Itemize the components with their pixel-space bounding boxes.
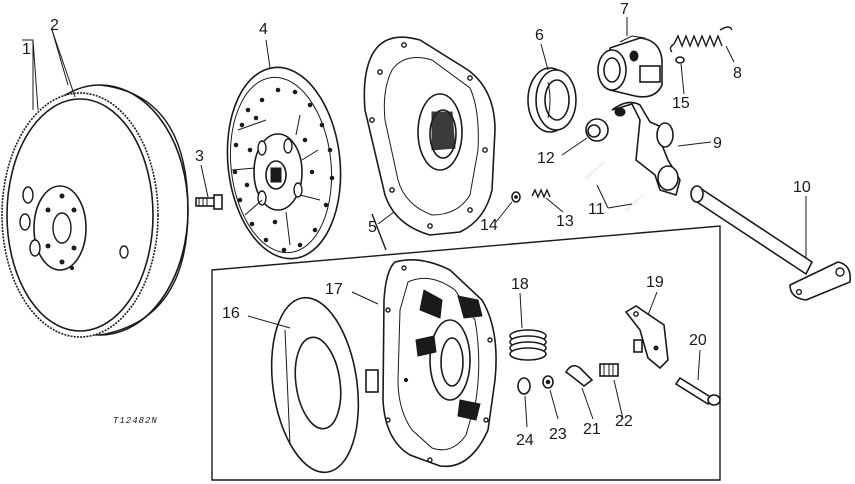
callout-9: 9 — [713, 135, 722, 152]
callout-21: 21 — [583, 421, 601, 438]
figure-id: T12482N — [113, 416, 158, 426]
callout-1: 1 — [22, 41, 31, 58]
small-spring — [531, 188, 551, 199]
callout-15: 15 — [672, 95, 690, 112]
cap-screw — [195, 194, 223, 210]
bearing-carrier — [597, 35, 663, 98]
return-spring — [669, 26, 733, 53]
pressure-plate — [270, 296, 360, 474]
strut-clip — [564, 364, 594, 388]
callout-labels: 1 2 3 4 5 6 7 8 9 10 11 12 13 14 15 16 1… — [22, 1, 811, 449]
callout-8: 8 — [733, 65, 742, 82]
callout-13: 13 — [556, 213, 574, 230]
flywheel-ring-gear — [1, 84, 189, 338]
snap-ring — [675, 56, 685, 64]
callout-11: 11 — [588, 201, 605, 218]
callout-10: 10 — [793, 179, 811, 196]
callout-6: 6 — [535, 27, 544, 44]
callout-23: 23 — [549, 426, 567, 443]
clutch-cover — [363, 36, 496, 236]
flywheel-hub — [19, 185, 129, 271]
callout-12: 12 — [537, 150, 555, 167]
pressure-spring — [509, 329, 547, 361]
spring-pin — [585, 161, 643, 211]
pressure-plate-assembly — [365, 259, 497, 468]
callout-20: 20 — [689, 332, 707, 349]
clutch-disk — [226, 66, 342, 260]
callout-17: 17 — [325, 281, 343, 298]
release-fork — [611, 101, 681, 197]
lock-nut — [511, 191, 521, 203]
pressure-plate-inset-frame — [211, 213, 721, 481]
lever-pin — [674, 376, 721, 406]
bushing — [585, 118, 609, 142]
callout-5: 5 — [368, 219, 377, 236]
callout-2: 2 — [50, 17, 59, 34]
cross-shaft — [690, 185, 852, 301]
callout-7: 7 — [620, 1, 629, 18]
callout-4: 4 — [259, 21, 268, 38]
callout-18: 18 — [511, 276, 529, 293]
leader-lines — [22, 17, 807, 428]
callout-3: 3 — [195, 148, 204, 165]
adjusting-screw — [599, 363, 619, 377]
lock-washer — [542, 375, 554, 389]
release-lever — [624, 305, 669, 370]
callout-19: 19 — [646, 274, 664, 291]
callout-22: 22 — [615, 413, 633, 430]
callout-14: 14 — [480, 217, 498, 234]
release-bearing — [527, 67, 577, 133]
callout-24: 24 — [516, 432, 534, 449]
callout-16: 16 — [222, 305, 240, 322]
flat-washer — [517, 377, 531, 395]
